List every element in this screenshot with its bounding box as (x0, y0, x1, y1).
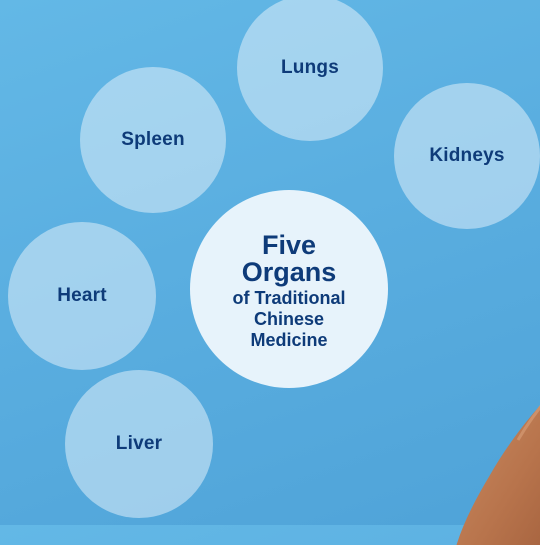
center-subtitle-line3: Medicine (250, 330, 327, 351)
center-title-line1: Five (262, 232, 316, 259)
organ-label-lungs: Lungs (281, 57, 339, 79)
organ-bubble-spleen: Spleen (80, 67, 226, 213)
center-title-line2: Organs (242, 259, 337, 286)
organ-label-kidneys: Kidneys (429, 145, 504, 167)
organ-label-liver: Liver (116, 433, 162, 455)
organ-bubble-kidneys: Kidneys (394, 83, 540, 229)
organ-bubble-liver: Liver (65, 370, 213, 518)
five-organs-diagram: Lungs Spleen Kidneys Heart Liver Five Or… (0, 0, 540, 525)
organ-bubble-heart: Heart (8, 222, 156, 370)
center-subtitle-line2: Chinese (254, 309, 324, 330)
organ-label-spleen: Spleen (121, 129, 185, 151)
arm-photo-fragment (400, 385, 540, 545)
center-bubble: Five Organs of Traditional Chinese Medic… (190, 190, 388, 388)
organ-label-heart: Heart (57, 285, 107, 307)
center-subtitle-line1: of Traditional (232, 288, 345, 309)
organ-bubble-lungs: Lungs (237, 0, 383, 141)
